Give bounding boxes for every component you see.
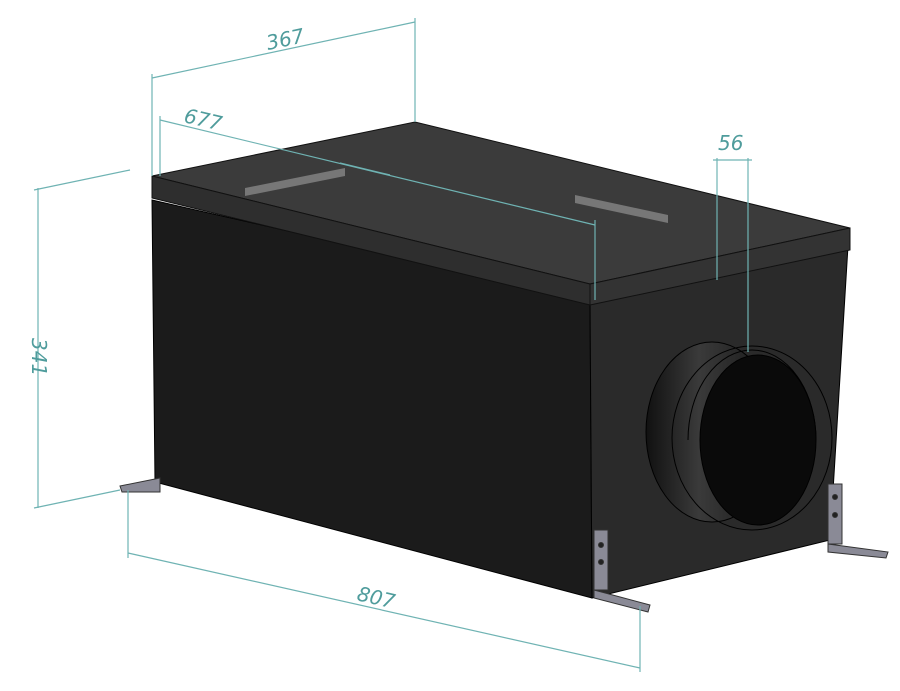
- dimension-label-677: 677: [182, 103, 225, 135]
- round-duct-spigot: [645, 341, 833, 531]
- dimension-label-56: 56: [718, 131, 743, 155]
- dimension-label-807: 807: [355, 581, 398, 613]
- dimension-label-341: 341: [27, 338, 51, 376]
- dimension-341: 341: [27, 169, 131, 509]
- mounting-brackets: [119, 477, 889, 613]
- lid-handle-left: [245, 168, 345, 196]
- dimension-label-367: 367: [264, 23, 307, 54]
- dimension-56: 56: [713, 131, 752, 352]
- lid-handle-right: [575, 195, 668, 223]
- bracket-front-left: [119, 477, 161, 493]
- lid: [151, 121, 851, 306]
